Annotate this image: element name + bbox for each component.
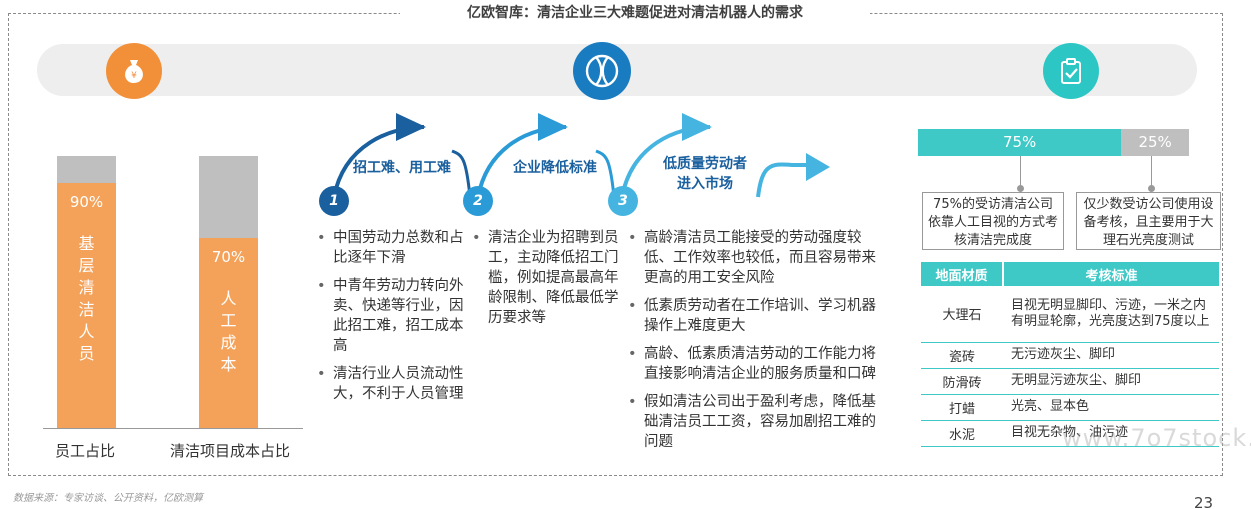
- bar-inner-char: 本: [220, 354, 237, 374]
- note-device: 仅少数受访公司使用设备考核，且主要用于大理石光亮度测试: [1076, 192, 1221, 250]
- standards-table: 地面材质 考核标准 大理石 目视无明显脚印、污迹，一米之内有明显轮廓，光亮度达到…: [921, 262, 1219, 447]
- bar-inner-char: 工: [220, 310, 237, 330]
- arrow-head-3: [682, 113, 712, 141]
- stage-label-3-line2: 进入市场: [677, 176, 733, 192]
- bar-value-label: 90%: [69, 193, 104, 212]
- bar-inner-char: 人: [78, 322, 95, 342]
- category-label: 清洁项目成本占比: [169, 442, 290, 460]
- bar-inner-char: 清: [78, 278, 95, 298]
- table-cell: 目视无明显脚印、污迹，一米之内有明显轮廓，光亮度达到75度以上: [1003, 286, 1219, 343]
- bar-inner-char: 员: [78, 344, 95, 364]
- money-bag-icon: ¥: [106, 43, 162, 99]
- table-header: 考核标准: [1003, 262, 1219, 286]
- page-number: 23: [1194, 494, 1214, 509]
- list-item: 高龄清洁员工能接受的劳动强度较低、工作效率也较低，而且容易带来更高的用工安全风险: [628, 228, 890, 288]
- table-cell: 无明显污迹灰尘、脚印: [1003, 368, 1219, 395]
- stage-label-1: 招工难、用工难: [353, 160, 451, 176]
- list-item: 中青年劳动力转向外卖、快递等行业，因此招工难，招工成本高: [317, 276, 467, 356]
- bullet-list-1: 中国劳动力总数和占比逐年下滑 中青年劳动力转向外卖、快递等行业，因此招工难，招工…: [317, 228, 467, 412]
- list-item: 清洁企业为招聘到员工，主动降低招工门槛，例如提高最高年龄限制、降低最低学历要求等: [472, 228, 622, 328]
- connector-dot: [1148, 185, 1155, 192]
- connector-dot: [1017, 185, 1024, 192]
- clipboard-check-icon: [1043, 43, 1099, 99]
- source-note: 数据来源：专家访谈、公开资料，亿欧测算: [13, 493, 203, 504]
- svg-text:¥: ¥: [131, 71, 137, 81]
- arrow-head-2: [538, 113, 568, 141]
- table-cell: 打蜡: [921, 394, 1003, 421]
- bar-inner-char: 成: [220, 332, 237, 352]
- category-label: 员工占比: [54, 442, 115, 460]
- bar-value-label: 70%: [211, 247, 246, 266]
- step-number-2: 2: [463, 186, 493, 216]
- table-cell: 目视无杂物、油污迹: [1003, 420, 1219, 447]
- table-cell: 无污迹灰尘、脚印: [1003, 342, 1219, 369]
- bar-inner-char: 人: [220, 288, 237, 308]
- table-row: 大理石 目视无明显脚印、污迹，一米之内有明显轮廓，光亮度达到75度以上: [921, 286, 1219, 343]
- table-cell: 防滑砖: [921, 368, 1003, 395]
- table-row: 瓷砖 无污迹灰尘、脚印: [921, 342, 1219, 369]
- list-item: 假如清洁公司出于盈利考虑，降低基础清洁员工工资，容易加剧招工难的问题: [628, 392, 890, 452]
- list-item: 低素质劳动者在工作培训、学习机器操作上难度更大: [628, 296, 890, 336]
- table-cell: 瓷砖: [921, 342, 1003, 369]
- share-bar-device: 25%: [1121, 129, 1189, 156]
- bar-inner-label: 人工成本: [199, 288, 258, 376]
- page-title: 亿欧智库：清洁企业三大难题促进对清洁机器人的需求: [400, 3, 870, 23]
- bar-cost: [199, 237, 258, 428]
- table-header: 地面材质: [921, 262, 1004, 286]
- bar-inner-char: 基: [78, 234, 95, 254]
- table-row: 防滑砖 无明显污迹灰尘、脚印: [921, 368, 1219, 395]
- step-number-3: 3: [608, 186, 638, 216]
- list-item: 高龄、低素质清洁劳动的工作能力将直接影响清洁企业的服务质量和口碑: [628, 344, 890, 384]
- process-arrows: [332, 113, 830, 198]
- arrow-head-end: [806, 153, 830, 181]
- table-row: 水泥 目视无杂物、油污迹: [921, 420, 1219, 447]
- table-cell: 水泥: [921, 420, 1003, 447]
- table-cell: 光亮、显本色: [1003, 394, 1219, 421]
- note-manual: 75%的受访清洁公司依靠人工目视的方式考核清洁完成度: [922, 192, 1064, 250]
- basketball-icon: [573, 42, 631, 100]
- bullet-list-3: 高龄清洁员工能接受的劳动强度较低、工作效率也较低，而且容易带来更高的用工安全风险…: [628, 228, 890, 460]
- arrow-head-1: [396, 113, 426, 141]
- bar-inner-char: 层: [78, 256, 95, 276]
- stage-label-2: 企业降低标准: [513, 160, 597, 176]
- connector-line: [1020, 156, 1021, 188]
- stage-label-3-line1: 低质量劳动者: [663, 156, 747, 172]
- step-number-1: 1: [319, 186, 349, 216]
- list-item: 清洁行业人员流动性大，不利于人员管理: [317, 364, 467, 404]
- bar-inner-label: 基层清洁人员: [57, 233, 116, 365]
- watermark: www.7o7stock.com: [1062, 424, 1251, 452]
- bar-staff: [57, 183, 116, 428]
- table-cell: 大理石: [921, 286, 1003, 343]
- x-axis-line: [43, 428, 303, 429]
- share-bar-manual: 75%: [918, 129, 1122, 156]
- table-row: 打蜡 光亮、显本色: [921, 394, 1219, 421]
- list-item: 中国劳动力总数和占比逐年下滑: [317, 228, 467, 268]
- bar-inner-char: 洁: [78, 300, 95, 320]
- connector-line: [1151, 156, 1152, 188]
- bullet-list-2: 清洁企业为招聘到员工，主动降低招工门槛，例如提高最高年龄限制、降低最低学历要求等: [472, 228, 622, 336]
